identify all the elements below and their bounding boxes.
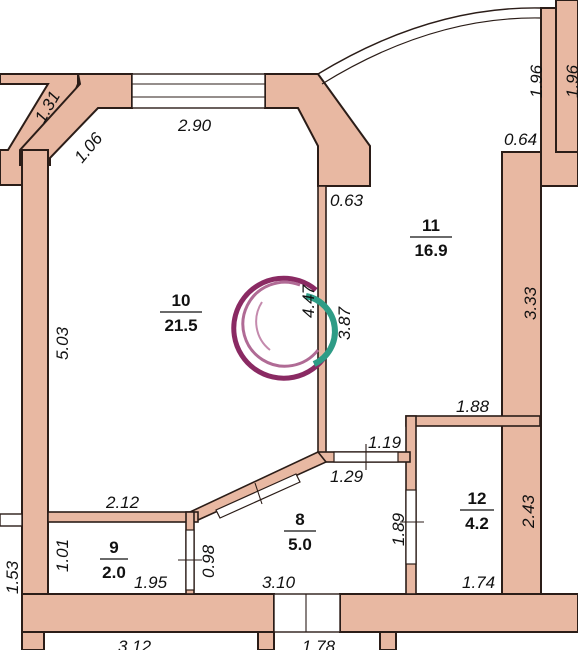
wall-bottom-right-stub xyxy=(379,631,397,650)
room-9-label: 9 2.0 xyxy=(100,538,128,582)
dim-1-74: 1.74 xyxy=(462,573,495,592)
room-11-label: 11 16.9 xyxy=(410,216,452,260)
dim-3-10: 3.10 xyxy=(262,573,296,592)
dim-1-96-cut: 1.96 xyxy=(563,64,578,98)
wall-bottom-right xyxy=(339,593,578,633)
dim-1-88: 1.88 xyxy=(456,397,490,416)
window-left-stub xyxy=(0,513,23,527)
svg-text:2.0: 2.0 xyxy=(102,563,126,582)
dim-0-64: 0.64 xyxy=(504,130,537,149)
door-8-10 xyxy=(215,473,301,519)
dim-2-12: 2.12 xyxy=(105,493,140,512)
svg-text:8: 8 xyxy=(295,510,304,529)
room-labels: 10 21.5 11 16.9 8 5.0 9 2.0 12 4.2 xyxy=(100,216,494,582)
dim-1-01: 1.01 xyxy=(53,539,72,572)
svg-text:16.9: 16.9 xyxy=(414,241,447,260)
dim-1-53: 1.53 xyxy=(3,560,22,594)
partition-diagonal xyxy=(188,451,328,521)
svg-text:9: 9 xyxy=(109,538,118,557)
window-top xyxy=(131,73,266,109)
doors xyxy=(178,444,424,591)
window-bay-arc xyxy=(317,7,542,75)
wall-right-edge xyxy=(555,0,578,153)
dim-4-47: 4.47 xyxy=(299,284,318,318)
svg-text:11: 11 xyxy=(422,216,440,235)
svg-text:12: 12 xyxy=(468,489,487,508)
dim-5-03: 5.03 xyxy=(53,326,72,360)
dim-1-96: 1.96 xyxy=(527,64,546,98)
circular-swirl-logo-icon xyxy=(231,275,338,381)
svg-text:10: 10 xyxy=(172,291,191,310)
dim-1-19: 1.19 xyxy=(368,433,402,452)
door-8-12 xyxy=(405,489,417,565)
svg-text:21.5: 21.5 xyxy=(164,316,197,335)
dim-0-63: 0.63 xyxy=(330,191,364,210)
dimension-labels: 1.31 1.06 2.90 1.96 1.96 0.64 0.63 5.03 … xyxy=(3,64,578,650)
svg-text:4.2: 4.2 xyxy=(465,514,489,533)
wall-left xyxy=(21,149,49,595)
dim-1-95: 1.95 xyxy=(134,573,168,592)
dim-2-90: 2.90 xyxy=(177,116,212,135)
wall-bottom-left-stub xyxy=(21,631,45,650)
dim-1-29: 1.29 xyxy=(330,467,364,486)
dim-2-43: 2.43 xyxy=(519,494,538,529)
room-8-label: 8 5.0 xyxy=(284,510,316,554)
window-bottom xyxy=(273,593,341,633)
dim-3-87: 3.87 xyxy=(335,306,354,340)
dim-3-33: 3.33 xyxy=(521,286,540,320)
dim-1-06: 1.06 xyxy=(71,129,107,167)
wall-bay-right xyxy=(264,73,371,187)
room-10-label: 10 21.5 xyxy=(160,291,202,335)
svg-text:5.0: 5.0 xyxy=(288,535,312,554)
dim-3-12: 3.12 xyxy=(118,637,152,650)
windows xyxy=(0,7,542,633)
wall-bottom xyxy=(21,593,275,633)
dim-1-89: 1.89 xyxy=(389,512,408,546)
partition-10-11 xyxy=(317,185,327,457)
partition-9-top xyxy=(47,511,199,523)
wall-bottom-mid-stub xyxy=(257,631,275,650)
dim-0-98: 0.98 xyxy=(199,544,218,578)
partition-12-top xyxy=(405,415,541,427)
room-12-label: 12 4.2 xyxy=(460,489,494,533)
dim-1-78: 1.78 xyxy=(302,637,336,650)
